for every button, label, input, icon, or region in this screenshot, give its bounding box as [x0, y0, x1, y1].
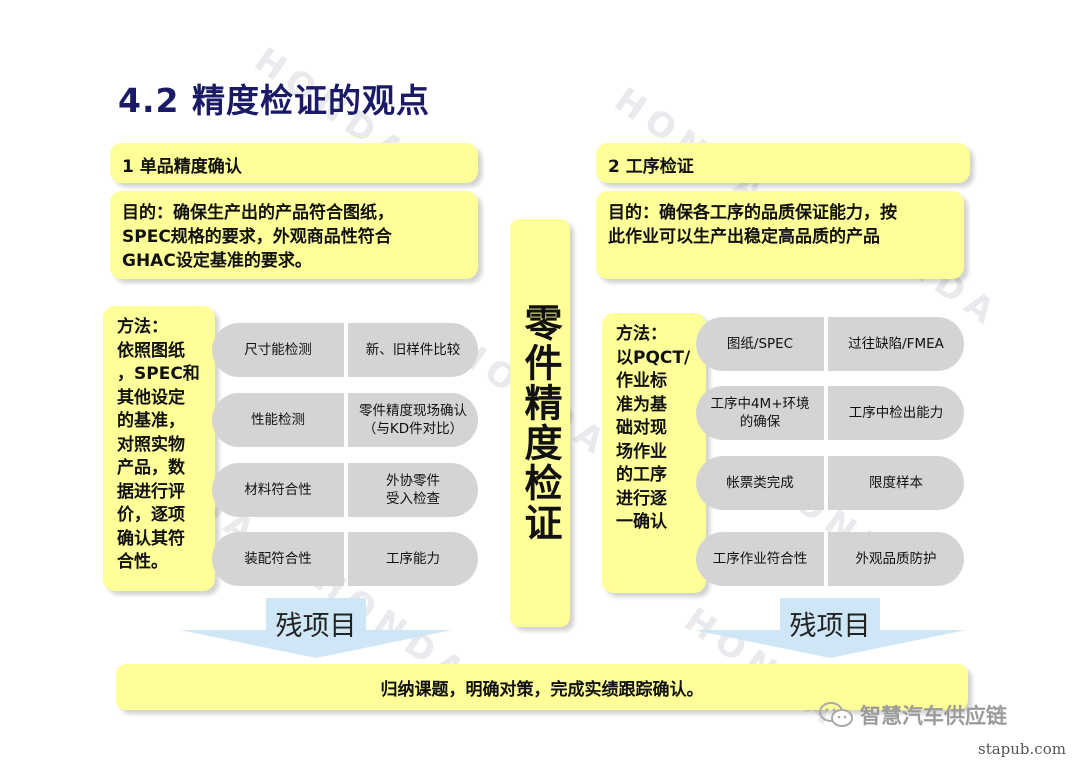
left-item-right: 新、旧样件比较: [348, 323, 478, 377]
right-residual-arrow: 残项目: [694, 596, 966, 658]
right-purpose-box: 目的：确保各工序的品质保证能力，按 此作业可以生产出稳定高品质的产品: [596, 191, 964, 279]
right-item-left: 帐票类完成: [696, 456, 824, 510]
left-item-right: 工序能力: [348, 532, 478, 586]
left-purpose-box: 目的：确保生产出的产品符合图纸， SPEC规格的要求，外观商品性符合 GHAC设…: [110, 191, 478, 279]
left-item-left: 性能检测: [212, 393, 344, 447]
center-title-text: 零件精度检证: [518, 303, 562, 543]
right-residual-label: 残项目: [789, 611, 871, 642]
right-item-right: 过往缺陷/FMEA: [828, 317, 964, 371]
left-residual-label: 残项目: [275, 611, 357, 642]
right-method-box: 方法： 以PQCT/ 作业标 准为基 础对现 场作业 的工序 进行逐 一确认: [602, 313, 706, 593]
left-header: 1 单品精度确认: [110, 143, 478, 183]
conclusion-text: 归纳课题，明确对策，完成实绩跟踪确认。: [380, 679, 704, 700]
left-method-text: 方法： 依照图纸 ，SPEC和 其他设定 的基准， 对照实物 产品，数 据进行评…: [117, 317, 200, 572]
left-method-box: 方法： 依照图纸 ，SPEC和 其他设定 的基准， 对照实物 产品，数 据进行评…: [103, 306, 215, 591]
left-residual-arrow: 残项目: [180, 596, 452, 658]
brand-text: 智慧汽车供应链: [860, 704, 1007, 728]
down-arrow-icon: [180, 598, 452, 658]
right-item-right: 限度样本: [828, 456, 964, 510]
right-header-label: 2 工序检证: [608, 157, 694, 177]
left-purpose-line: GHAC设定基准的要求。: [122, 251, 312, 271]
conclusion-bar: 归纳课题，明确对策，完成实绩跟踪确认。: [116, 664, 968, 710]
brand-watermark: 智慧汽车供应链: [818, 700, 1007, 730]
left-purpose-line: 目的：确保生产出的产品符合图纸，: [122, 203, 394, 223]
right-purpose-text: 目的：确保各工序的品质保证能力，按 此作业可以生产出稳定高品质的产品: [596, 191, 964, 249]
left-purpose-text: 目的：确保生产出的产品符合图纸， SPEC规格的要求，外观商品性符合 GHAC设…: [110, 191, 478, 273]
down-arrow-icon: [694, 598, 966, 658]
right-header: 2 工序检证: [596, 143, 970, 183]
left-item-right: 零件精度现场确认 （与KD件对比）: [348, 393, 478, 447]
left-header-label: 1 单品精度确认: [122, 157, 242, 177]
page-title: 4.2 精度检证的观点: [118, 81, 430, 120]
left-purpose-line: SPEC规格的要求，外观商品性符合: [122, 227, 392, 247]
right-item-left: 工序中4M+环境 的确保: [696, 386, 824, 440]
right-item-left: 图纸/SPEC: [696, 317, 824, 371]
site-watermark: stapub.com: [978, 740, 1066, 758]
right-item-right: 外观品质防护: [828, 532, 964, 586]
left-item-left: 尺寸能检测: [212, 323, 344, 377]
right-item-right: 工序中检出能力: [828, 386, 964, 440]
left-item-left: 装配符合性: [212, 532, 344, 586]
left-item-left: 材料符合性: [212, 463, 344, 517]
right-purpose-line: 此作业可以生产出稳定高品质的产品: [608, 227, 880, 247]
right-item-left: 工序作业符合性: [696, 532, 824, 586]
left-item-right: 外协零件 受入检查: [348, 463, 478, 517]
right-purpose-line: 目的：确保各工序的品质保证能力，按: [608, 203, 897, 223]
center-vertical-title: 零件精度检证: [510, 219, 570, 627]
wechat-icon: [819, 702, 853, 727]
right-method-text: 方法： 以PQCT/ 作业标 准为基 础对现 场作业 的工序 进行逐 一确认: [616, 324, 691, 532]
